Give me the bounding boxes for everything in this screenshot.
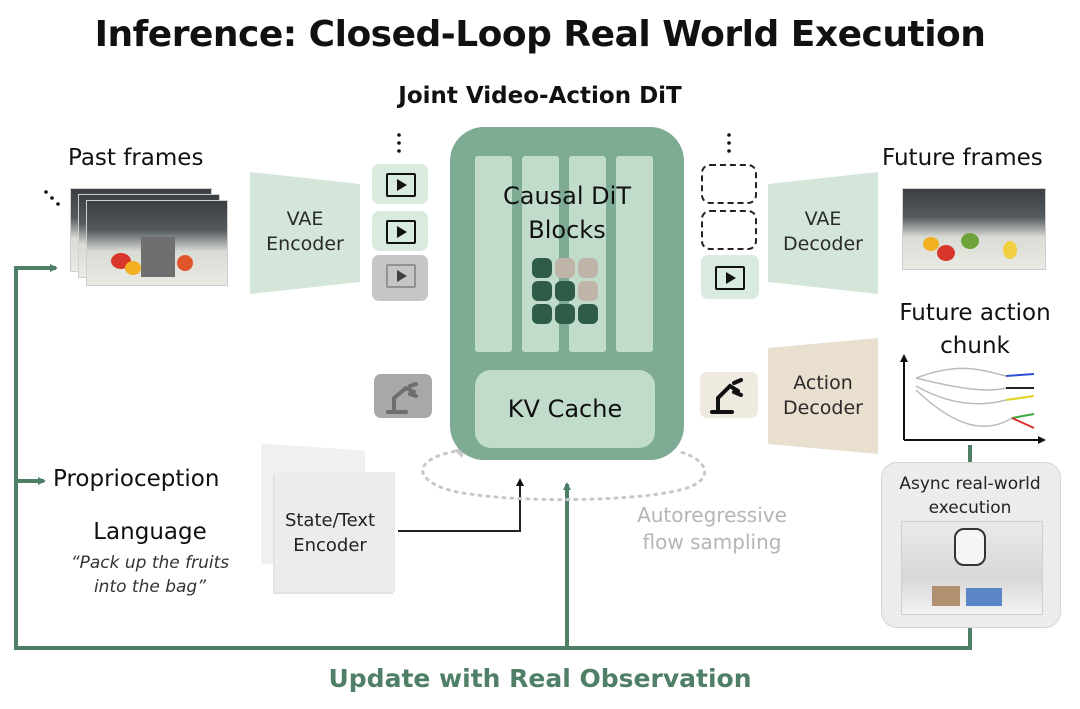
- state-text-encoder-block: [275, 472, 395, 592]
- kv-cache-label: KV Cache: [507, 395, 623, 423]
- page-title: Inference: Closed-Loop Real World Execut…: [94, 14, 986, 55]
- play-frame-icon: [386, 173, 416, 197]
- denoised-frame-token: [701, 255, 759, 299]
- language-label: Language: [93, 519, 207, 545]
- autoregressive-loop: [421, 448, 706, 502]
- robot-execution-photo: [901, 521, 1043, 615]
- future-frames-label: Future frames: [882, 145, 1043, 171]
- dit-title: Joint Video-Action DiT: [398, 83, 682, 109]
- robot-arm-icon: [386, 382, 418, 414]
- kv-cache-block: [475, 370, 655, 448]
- proprioception-label: Proprioception: [53, 466, 220, 492]
- latent-frame-token: [372, 211, 428, 251]
- past-frames-label: Past frames: [68, 145, 204, 171]
- play-frame-icon: [386, 264, 416, 288]
- future-slot-placeholder: [701, 210, 757, 250]
- noisy-action-token: [374, 374, 432, 418]
- ellipsis-icon: [44, 133, 731, 206]
- dit-column: [475, 156, 512, 352]
- vae-decoder-shape: [768, 172, 878, 294]
- vae-encoder-shape: [250, 172, 360, 294]
- attention-token-grid: [532, 258, 598, 324]
- future-frame-image: [902, 188, 1046, 270]
- action-decoder-shape: [768, 338, 878, 454]
- future-slot-placeholder: [701, 164, 757, 204]
- latent-frame-token: [372, 164, 428, 204]
- noisy-frame-token: [372, 255, 428, 301]
- denoised-action-token: [700, 372, 758, 418]
- robot-arm-icon: [710, 378, 743, 414]
- update-observation-label: Update with Real Observation: [328, 664, 752, 693]
- state-encoder-arrow: [398, 478, 524, 532]
- dit-column: [616, 156, 653, 352]
- play-frame-icon: [386, 220, 416, 244]
- action-trajectory-plot: [900, 354, 1046, 444]
- play-frame-icon: [715, 266, 745, 290]
